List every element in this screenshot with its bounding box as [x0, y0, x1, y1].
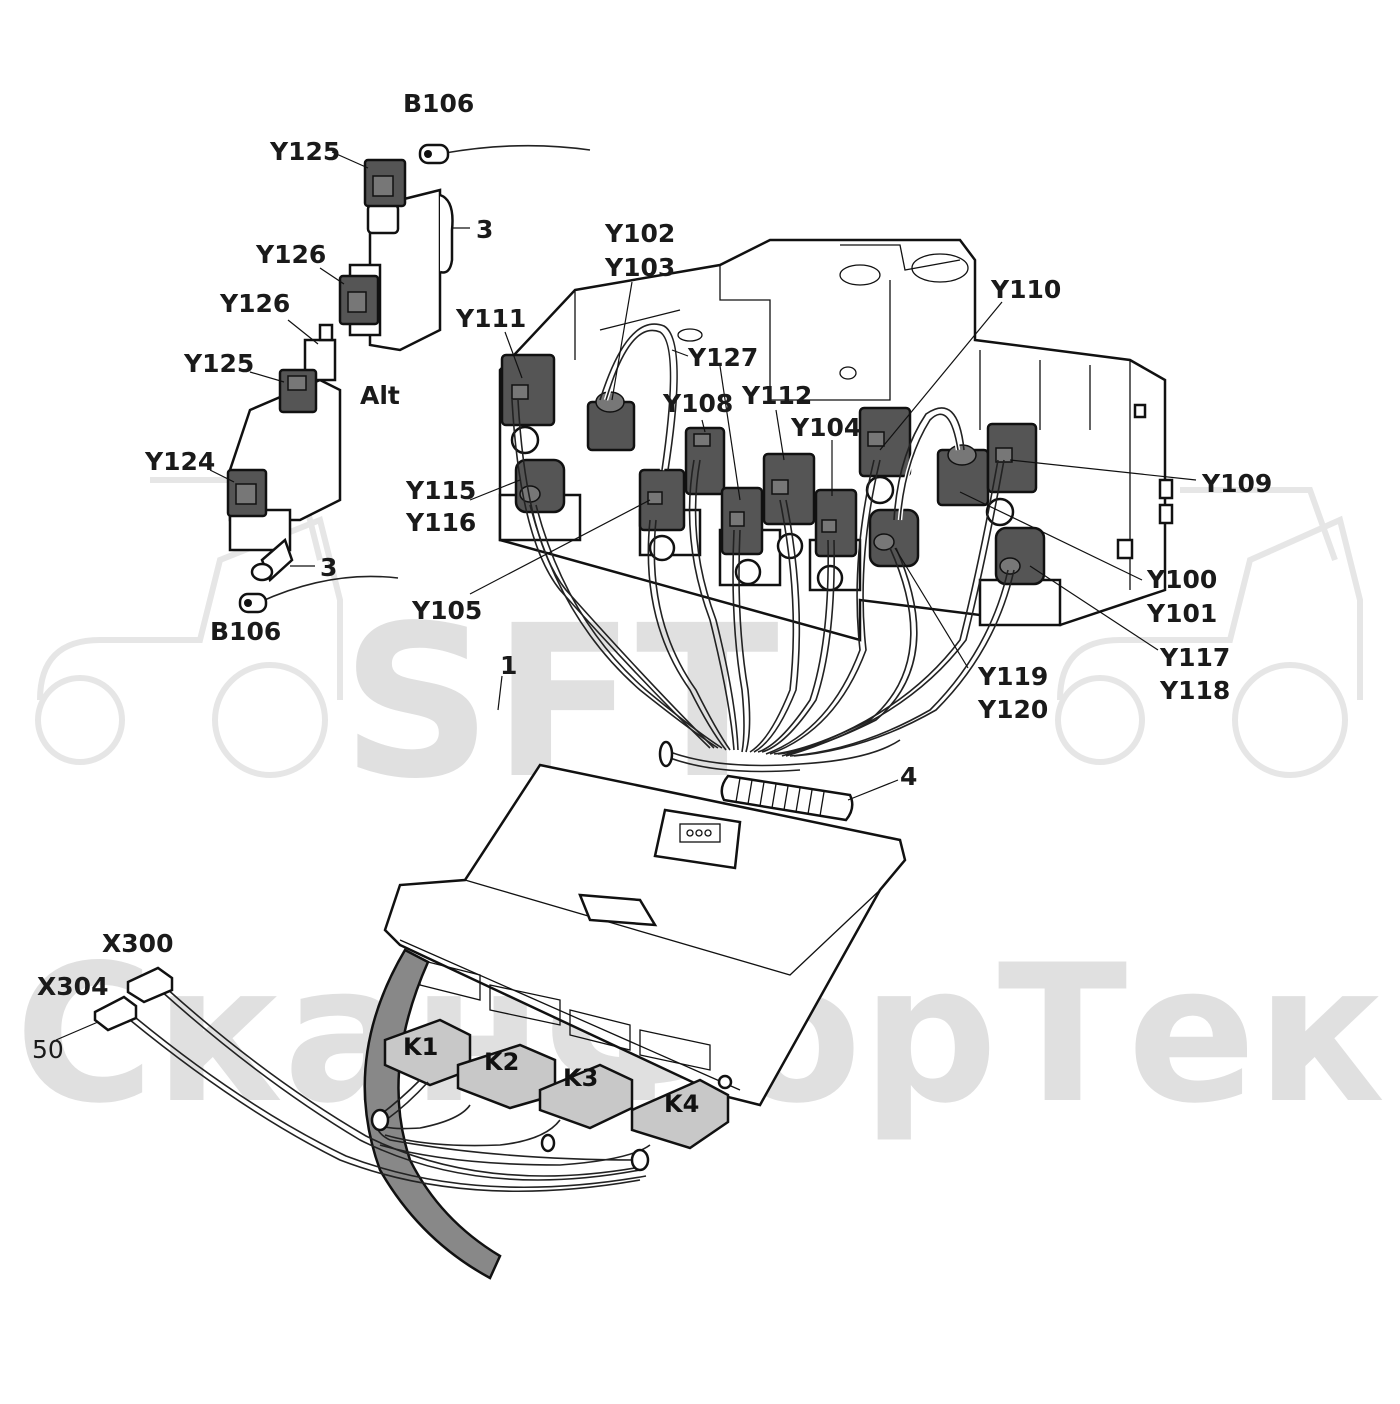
- label-y102: Y102: [604, 219, 675, 248]
- label-y125-b: Y125: [183, 349, 254, 378]
- connector-k4-group: K4: [630, 1078, 730, 1150]
- valve-block-alt: [226, 323, 342, 583]
- connector-harness: [129, 987, 651, 1193]
- wire-harness-bundle: [511, 399, 1015, 773]
- label-y117: Y117: [1159, 643, 1230, 672]
- connector-k3-group: K3: [538, 1063, 634, 1130]
- valve-block-y125-y126-top: [338, 158, 454, 352]
- coil-y112: [762, 452, 816, 526]
- coil-y117-y118: [994, 526, 1046, 586]
- label-y111: Y111: [455, 304, 526, 333]
- coil-y110: [858, 406, 912, 478]
- label-y108: Y108: [662, 389, 733, 418]
- connector-k4-label: K4: [664, 1090, 699, 1118]
- coil-y115-y116: [514, 458, 566, 514]
- label-y105: Y105: [411, 596, 482, 625]
- label-y103: Y103: [604, 253, 675, 282]
- label-y110: Y110: [990, 275, 1061, 304]
- label-ref-3-bottom: 3: [320, 553, 337, 582]
- label-y118: Y118: [1159, 676, 1230, 705]
- connector-k2-label: K2: [484, 1048, 519, 1076]
- label-b106-top: B106: [403, 89, 474, 118]
- label-y124: Y124: [144, 447, 215, 476]
- label-y127: Y127: [687, 343, 758, 372]
- label-ref-4: 4: [900, 762, 917, 791]
- label-y119: Y119: [977, 662, 1048, 691]
- sensor-b106-top: [418, 143, 591, 165]
- label-y112: Y112: [741, 381, 812, 410]
- label-x304: X304: [37, 972, 108, 1001]
- connector-x300: [126, 966, 174, 1004]
- label-y109: Y109: [1201, 469, 1272, 498]
- label-ref-50: 50: [32, 1035, 64, 1064]
- watermark-tractor-left: [35, 477, 343, 778]
- label-y100: Y100: [1146, 565, 1217, 594]
- connector-k3-label: K3: [563, 1064, 598, 1092]
- leader-lines: [55, 151, 1197, 1041]
- label-y115: Y115: [405, 476, 476, 505]
- label-y126-a: Y126: [255, 240, 326, 269]
- cable-strap: [363, 948, 502, 1280]
- label-y116: Y116: [405, 508, 476, 537]
- connector-x304: [93, 995, 138, 1032]
- label-alt: Alt: [360, 381, 400, 410]
- connector-k2-group: K2: [456, 1043, 557, 1110]
- label-y126-b: Y126: [219, 289, 290, 318]
- label-ref-1: 1: [500, 651, 517, 680]
- sensor-b106-bottom: [238, 575, 399, 614]
- label-ref-3-top: 3: [476, 215, 493, 244]
- label-y125-top: Y125: [269, 137, 340, 166]
- callout-labels: B106 Y125 3 Y126 Y126 Y125 Alt Y124 3 B1…: [32, 89, 1272, 1064]
- label-b106-bottom: B106: [210, 617, 281, 646]
- solenoid-coils: [500, 353, 1046, 586]
- corrugated-sleeve: [720, 774, 854, 822]
- label-y120: Y120: [977, 695, 1048, 724]
- connector-k1-label: K1: [403, 1033, 438, 1061]
- watermark-tractor-right: [1055, 487, 1363, 778]
- label-x300: X300: [102, 929, 173, 958]
- label-y104: Y104: [790, 413, 861, 442]
- label-y101: Y101: [1146, 599, 1217, 628]
